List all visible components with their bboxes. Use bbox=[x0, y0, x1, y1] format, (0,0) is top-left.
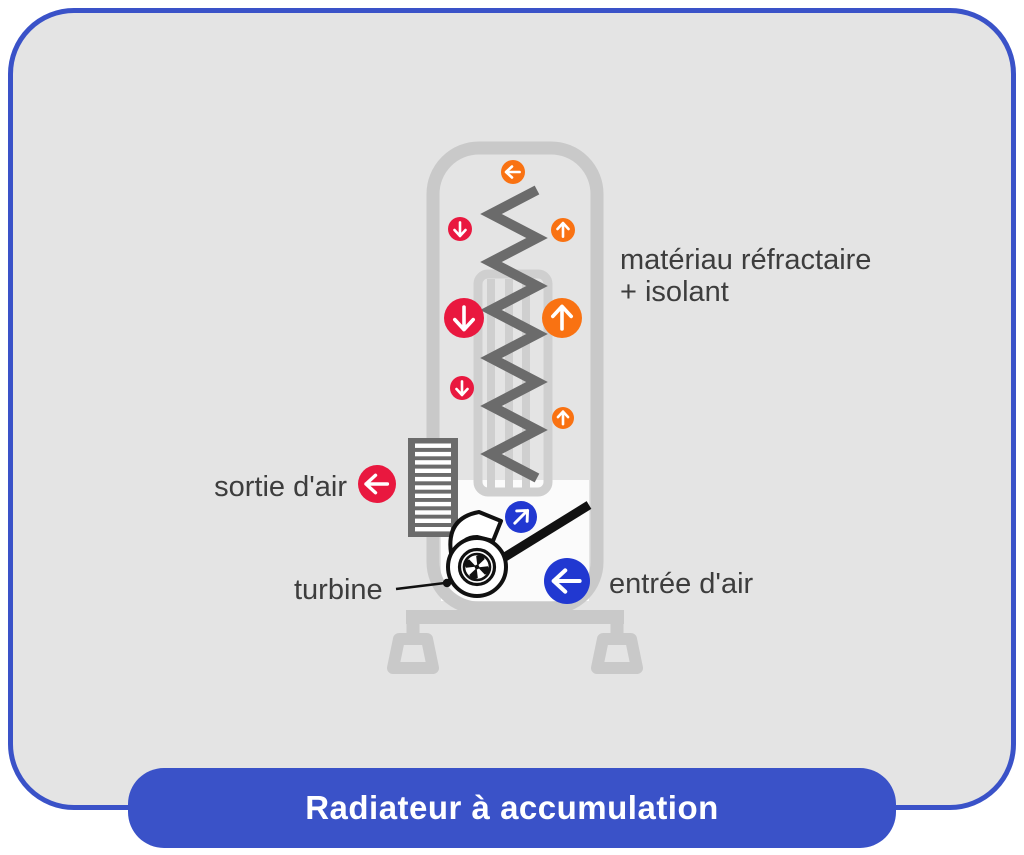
grille-slat bbox=[415, 527, 451, 532]
air-down-small-2-arrow-icon bbox=[450, 376, 474, 400]
grille-slat bbox=[415, 510, 451, 515]
air-down-large-arrow-icon bbox=[444, 298, 484, 338]
air-inlet-duct bbox=[497, 501, 592, 564]
heater-foot-right bbox=[591, 633, 643, 674]
air-inlet-arrow-icon bbox=[544, 558, 590, 604]
air-up-small-1-arrow-icon bbox=[551, 218, 575, 242]
air-up-small-2-arrow-icon bbox=[552, 407, 574, 429]
fan-blades-icon bbox=[465, 555, 489, 579]
grille-slat bbox=[415, 518, 451, 523]
label-air-inlet: entrée d'air bbox=[609, 568, 754, 600]
diagram-title: Radiateur à accumulation bbox=[305, 789, 719, 826]
label-refractory-material-line2: + isolant bbox=[620, 276, 729, 308]
airflow-arrows bbox=[358, 160, 590, 604]
grille-slat bbox=[415, 476, 451, 482]
label-refractory-material-line1: matériau réfractaire bbox=[620, 244, 871, 276]
air-outlet-arrow-icon bbox=[358, 465, 396, 503]
grille-slat bbox=[415, 451, 451, 457]
air-down-small-1-arrow-icon bbox=[448, 217, 472, 241]
grille-slat bbox=[415, 443, 451, 448]
grille-slat bbox=[415, 460, 451, 465]
turbine-icon bbox=[446, 510, 508, 598]
hot-air-top-arrow-icon bbox=[501, 160, 525, 184]
heater-foot-left bbox=[387, 633, 439, 674]
fan-flow-arrow-icon bbox=[505, 501, 537, 533]
grille-slat bbox=[415, 485, 451, 490]
diagram-title-banner: Radiateur à accumulation bbox=[128, 768, 896, 848]
heater-casing bbox=[387, 141, 643, 674]
grille-slat bbox=[415, 493, 451, 498]
turbine-assembly bbox=[395, 501, 592, 598]
heater-body bbox=[387, 141, 643, 674]
label-turbine: turbine bbox=[294, 574, 383, 606]
air-up-large-arrow-icon bbox=[542, 298, 582, 338]
heating-coil bbox=[480, 185, 548, 483]
label-air-outlet: sortie d'air bbox=[214, 471, 347, 503]
grille-slat bbox=[415, 501, 451, 507]
grille-slat bbox=[415, 468, 451, 473]
turbine-pointer-line bbox=[395, 578, 452, 591]
air-outlet-grille bbox=[408, 438, 458, 537]
